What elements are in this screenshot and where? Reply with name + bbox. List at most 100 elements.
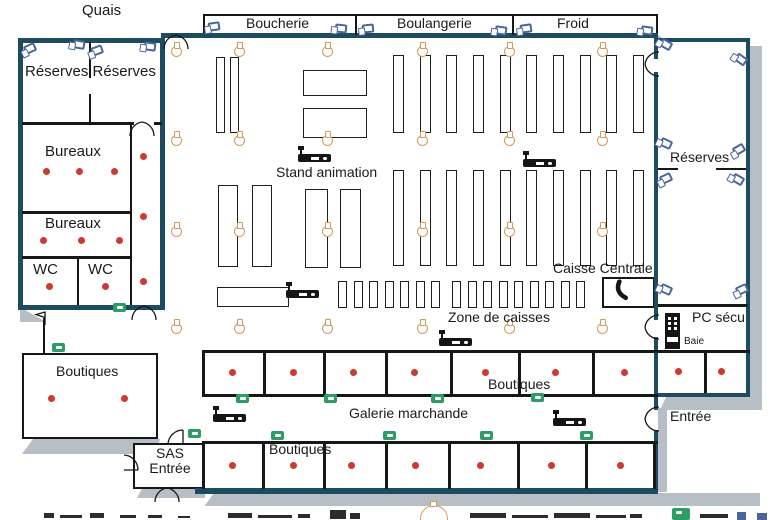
door-leaf-icon xyxy=(33,310,49,331)
cctv-camera-icon xyxy=(731,142,747,157)
door-arc-icon xyxy=(131,305,157,325)
shelf xyxy=(553,55,564,133)
door-contact-icon xyxy=(480,431,493,440)
wireless-antenna-icon xyxy=(439,330,475,347)
label-boutiques-left: Boutiques xyxy=(56,363,119,379)
detector-dot-icon xyxy=(43,168,50,175)
label-caisse-centrale: Caisse Centrale xyxy=(553,260,653,276)
shelf xyxy=(530,281,539,308)
wall xyxy=(195,488,658,494)
legend-text-clipped xyxy=(737,512,746,520)
partition-wall xyxy=(658,304,748,307)
detector-dot-icon xyxy=(48,395,55,402)
wall xyxy=(654,430,658,492)
wall xyxy=(18,38,23,310)
partition-wall xyxy=(154,122,162,125)
dome-camera-icon xyxy=(171,319,182,334)
cctv-camera-icon xyxy=(207,21,221,32)
door-contact-icon xyxy=(52,343,65,352)
partition-wall xyxy=(355,14,357,35)
dome-camera-icon xyxy=(171,42,182,57)
detector-dot-icon xyxy=(229,462,236,469)
cctv-camera-icon xyxy=(658,171,674,186)
wall xyxy=(654,72,658,320)
shelf xyxy=(393,55,404,133)
legend-text-clipped xyxy=(228,513,252,518)
dome-camera-icon xyxy=(417,222,428,237)
wireless-antenna-icon xyxy=(286,282,322,299)
legend-text-clipped xyxy=(596,515,626,518)
legend-text-clipped xyxy=(330,510,346,519)
partition-wall xyxy=(89,42,91,78)
dome-camera-icon xyxy=(171,222,182,237)
detector-dot-icon xyxy=(411,369,418,376)
partition-wall xyxy=(22,122,134,125)
cctv-camera-icon xyxy=(22,41,38,56)
label-sas-entree: SAS Entrée xyxy=(149,445,191,477)
legend-text-clipped xyxy=(757,513,767,520)
cctv-camera-icon xyxy=(730,172,746,187)
dome-camera-icon xyxy=(322,131,333,146)
partition-wall xyxy=(323,350,326,397)
partition-wall xyxy=(130,124,132,305)
shelf xyxy=(420,170,431,266)
door-contact-icon xyxy=(580,431,593,440)
door-contact-icon xyxy=(271,431,284,440)
wall xyxy=(658,393,750,397)
legend-text-clipped xyxy=(258,515,292,518)
detector-dot-icon xyxy=(552,369,559,376)
wall-shadow xyxy=(750,46,762,398)
wall-shadow xyxy=(658,408,667,492)
door-contact-icon xyxy=(431,394,444,403)
label-wc-2: WC xyxy=(88,261,113,278)
door-arc-icon xyxy=(644,314,664,340)
door-arc-icon xyxy=(154,487,180,507)
shelf xyxy=(468,281,477,308)
detector-dot-icon xyxy=(477,462,484,469)
cctv-camera-icon xyxy=(519,23,533,34)
dome-camera-icon xyxy=(504,319,515,334)
legend-dome-camera-icon xyxy=(420,505,448,520)
wall xyxy=(18,305,165,310)
detector-dot-icon xyxy=(78,237,85,244)
detector-dot-icon xyxy=(111,168,118,175)
detector-dot-icon xyxy=(548,462,555,469)
door-arc-icon xyxy=(644,51,664,77)
shelf xyxy=(303,70,367,96)
door-arc-icon xyxy=(129,121,155,141)
wall xyxy=(18,38,165,43)
label-quais: Quais xyxy=(82,2,122,19)
shelf xyxy=(580,55,591,133)
shelf xyxy=(526,170,537,266)
room-outline xyxy=(22,353,158,439)
detector-dot-icon xyxy=(718,368,725,375)
detector-dot-icon xyxy=(290,369,297,376)
wireless-antenna-icon xyxy=(553,410,589,427)
dome-camera-icon xyxy=(234,222,245,237)
label-boulangerie: Boulangerie xyxy=(397,15,472,31)
dome-camera-icon xyxy=(597,222,608,237)
door-arc-icon xyxy=(167,429,185,449)
shelf xyxy=(526,55,537,133)
detector-dot-icon xyxy=(482,369,489,376)
label-galerie-marchande: Galerie marchande xyxy=(349,405,469,421)
shelf xyxy=(217,287,289,307)
dome-camera-icon xyxy=(417,319,428,334)
shelf xyxy=(561,281,570,308)
shelf xyxy=(483,281,492,308)
label-reserves-left: Réserves Réserves xyxy=(25,63,156,80)
legend-text-clipped xyxy=(148,515,162,518)
shelf xyxy=(416,281,425,308)
detector-dot-icon xyxy=(412,462,419,469)
partition-wall xyxy=(517,441,520,489)
shelf xyxy=(606,55,617,133)
wall xyxy=(746,42,750,397)
partition-wall xyxy=(202,441,658,444)
cctv-camera-icon xyxy=(494,25,508,36)
shelf xyxy=(446,55,457,133)
legend-text-clipped xyxy=(350,513,360,519)
wireless-antenna-icon xyxy=(298,146,334,163)
detector-dot-icon xyxy=(621,369,628,376)
cctv-camera-icon xyxy=(143,41,157,52)
legend-text-clipped xyxy=(44,513,54,518)
